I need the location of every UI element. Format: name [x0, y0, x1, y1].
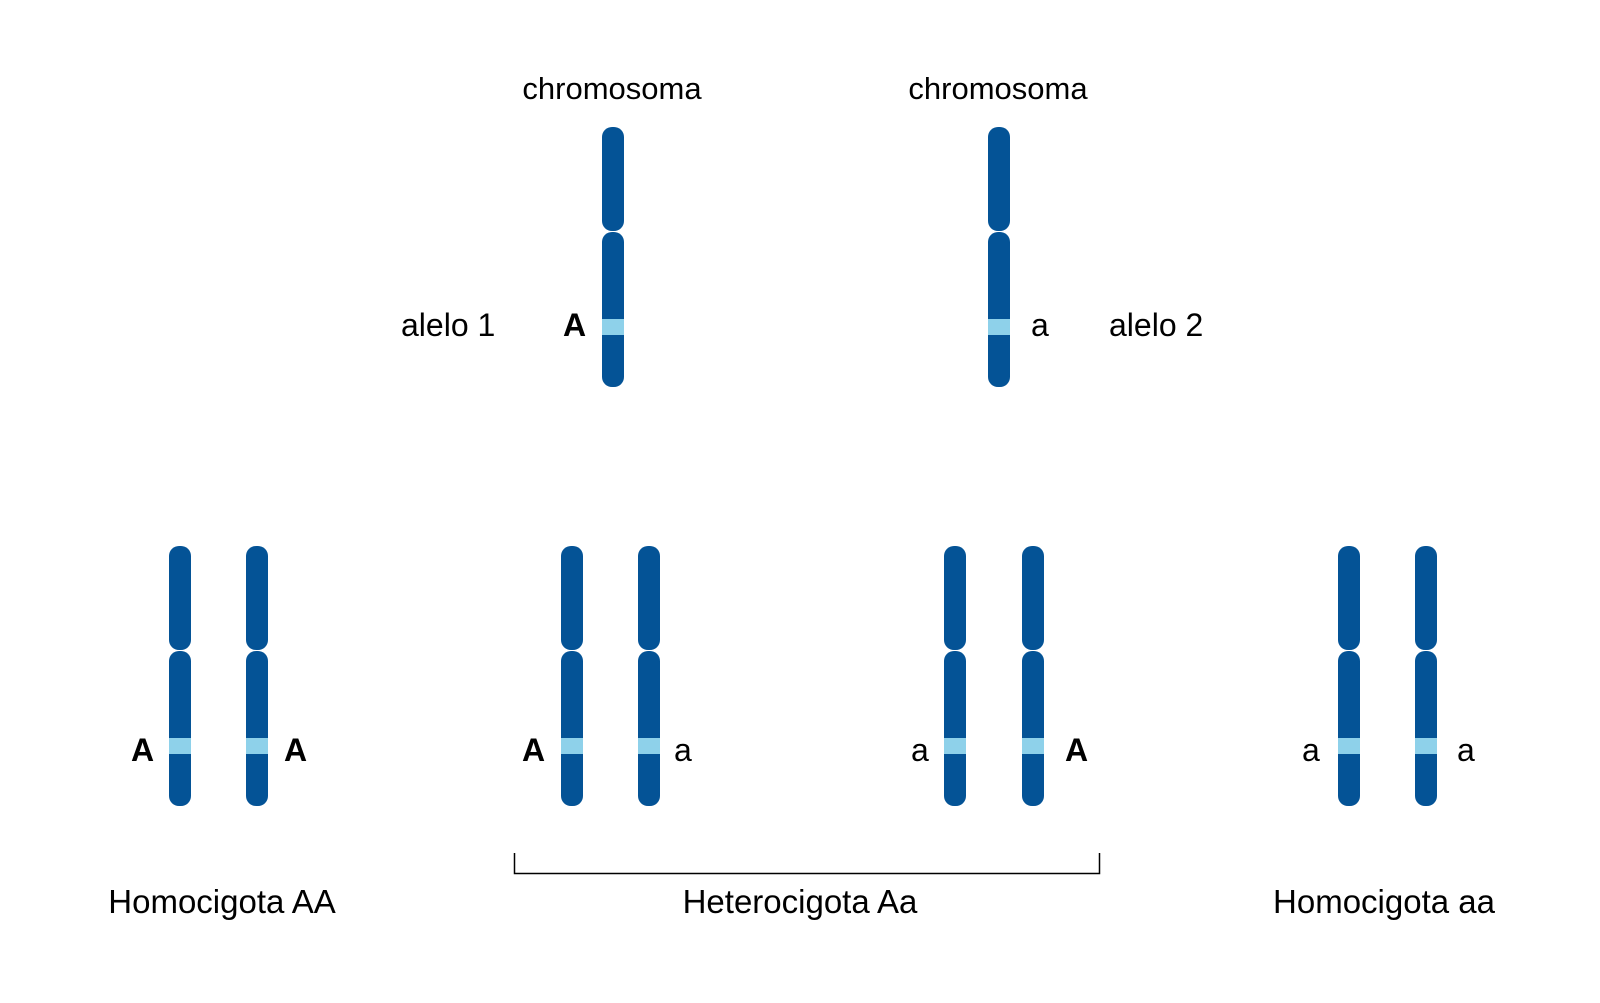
- pair-4-left-allele: a: [1302, 732, 1320, 768]
- allele-2-label: alelo 2: [1109, 307, 1204, 343]
- chromosome-title-left: chromosoma: [522, 71, 702, 106]
- allele-band: [169, 738, 191, 754]
- chromosome-allele-2: [988, 127, 1010, 387]
- caption-homozygous-recessive: Homocigota aa: [1273, 883, 1495, 920]
- short-arm: [602, 127, 624, 231]
- short-arm: [246, 546, 268, 650]
- pair-2-chromosome-right: [638, 546, 660, 806]
- long-arm: [602, 232, 624, 387]
- allele-band: [638, 738, 660, 754]
- long-arm: [988, 232, 1010, 387]
- pair-3-left-allele: a: [911, 732, 929, 768]
- allele-band: [602, 319, 624, 335]
- pair-1-chromosome-left: [169, 546, 191, 806]
- allele-band: [988, 319, 1010, 335]
- allele-1-symbol: A: [563, 307, 587, 343]
- pair-4-right-allele: a: [1457, 732, 1475, 768]
- caption-homozygous-dominant: Homocigota AA: [108, 883, 336, 920]
- allele-band: [1338, 738, 1360, 754]
- pair-3-chromosome-left: [944, 546, 966, 806]
- allele-band: [561, 738, 583, 754]
- short-arm: [1022, 546, 1044, 650]
- short-arm: [561, 546, 583, 650]
- long-arm: [561, 651, 583, 806]
- allele-2-symbol: a: [1031, 307, 1049, 343]
- pair-2-chromosome-left: [561, 546, 583, 806]
- pair-3-chromosome-right: [1022, 546, 1044, 806]
- long-arm: [246, 651, 268, 806]
- pair-3-right-allele: A: [1065, 732, 1089, 768]
- pair-2-right-allele: a: [674, 732, 692, 768]
- short-arm: [988, 127, 1010, 231]
- short-arm: [1338, 546, 1360, 650]
- pair-1-left-allele: A: [131, 732, 155, 768]
- chromosome-allele-1: [602, 127, 624, 387]
- caption-heterozygous: Heterocigota Aa: [682, 883, 918, 920]
- short-arm: [1415, 546, 1437, 650]
- pair-4-chromosome-right: [1415, 546, 1437, 806]
- allele-band: [246, 738, 268, 754]
- long-arm: [169, 651, 191, 806]
- long-arm: [944, 651, 966, 806]
- allele-1-label: alelo 1: [401, 307, 496, 343]
- allele-band: [944, 738, 966, 754]
- pair-4-chromosome-left: [1338, 546, 1360, 806]
- long-arm: [1338, 651, 1360, 806]
- pair-1-chromosome-right: [246, 546, 268, 806]
- long-arm: [1415, 651, 1437, 806]
- allele-band: [1022, 738, 1044, 754]
- pair-1-right-allele: A: [284, 732, 308, 768]
- long-arm: [1022, 651, 1044, 806]
- allele-band: [1415, 738, 1437, 754]
- short-arm: [169, 546, 191, 650]
- long-arm: [638, 651, 660, 806]
- heterozygous-bracket: [513, 853, 1101, 875]
- short-arm: [944, 546, 966, 650]
- short-arm: [638, 546, 660, 650]
- pair-2-left-allele: A: [522, 732, 546, 768]
- chromosome-title-right: chromosoma: [908, 71, 1088, 106]
